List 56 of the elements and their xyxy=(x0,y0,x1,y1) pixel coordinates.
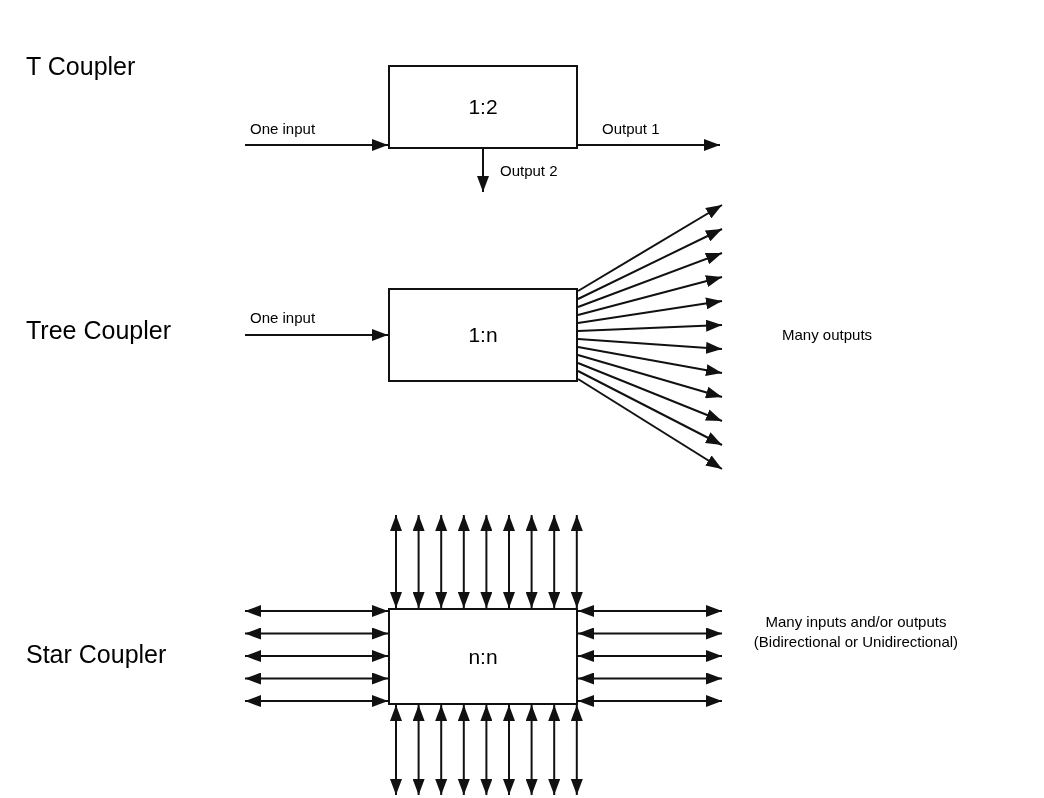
coupler-box: 1:n xyxy=(388,288,578,382)
arrow xyxy=(577,252,723,308)
arrow xyxy=(244,695,389,707)
arrow xyxy=(577,297,723,324)
arrow xyxy=(548,704,561,796)
arrow xyxy=(577,354,723,399)
arrow xyxy=(577,275,723,316)
arrow xyxy=(577,228,723,300)
arrow xyxy=(503,704,515,796)
arrow xyxy=(244,605,389,617)
arrow xyxy=(457,704,470,796)
arrow xyxy=(435,704,448,796)
arrow xyxy=(577,139,721,151)
arrow xyxy=(457,514,470,609)
arrow xyxy=(577,378,723,470)
coupler-box: 1:2 xyxy=(388,65,578,149)
arrow xyxy=(477,148,489,193)
arrow xyxy=(577,370,723,446)
arrow xyxy=(390,514,402,609)
arrow xyxy=(412,514,425,609)
arrow xyxy=(577,695,723,707)
arrow xyxy=(577,650,723,662)
arrow xyxy=(480,704,493,796)
arrow xyxy=(577,605,723,617)
arrow xyxy=(577,362,723,422)
arrow xyxy=(577,672,723,685)
arrow xyxy=(244,650,389,662)
arrow xyxy=(548,514,561,609)
arrow xyxy=(480,514,493,609)
arrow xyxy=(435,514,448,609)
arrow xyxy=(570,514,583,609)
arrow xyxy=(503,514,515,609)
arrow xyxy=(577,627,723,640)
edge-label: One input xyxy=(250,308,316,328)
arrow xyxy=(525,704,538,796)
coupler-title: T Coupler xyxy=(26,51,136,82)
arrow xyxy=(412,704,425,796)
arrow xyxy=(577,204,723,292)
arrow xyxy=(244,329,389,341)
edge-label: Output 2 xyxy=(500,161,558,181)
arrow xyxy=(577,338,723,354)
arrow xyxy=(244,672,389,685)
arrow xyxy=(577,346,723,377)
note-text: Many outputs xyxy=(782,325,873,345)
arrow xyxy=(577,319,723,332)
edge-label: One input xyxy=(250,119,316,139)
coupler-title: Tree Coupler xyxy=(26,315,171,346)
arrow xyxy=(525,514,538,609)
arrow xyxy=(244,627,389,640)
arrow xyxy=(244,139,389,151)
arrow xyxy=(390,704,402,796)
coupler-box: n:n xyxy=(388,608,578,705)
arrow xyxy=(570,704,583,796)
edge-label: Output 1 xyxy=(602,119,660,139)
note-text: Many inputs and/or outputs (Bidirectional or Unidirectional) xyxy=(752,612,960,652)
coupler-title: Star Coupler xyxy=(26,639,167,670)
